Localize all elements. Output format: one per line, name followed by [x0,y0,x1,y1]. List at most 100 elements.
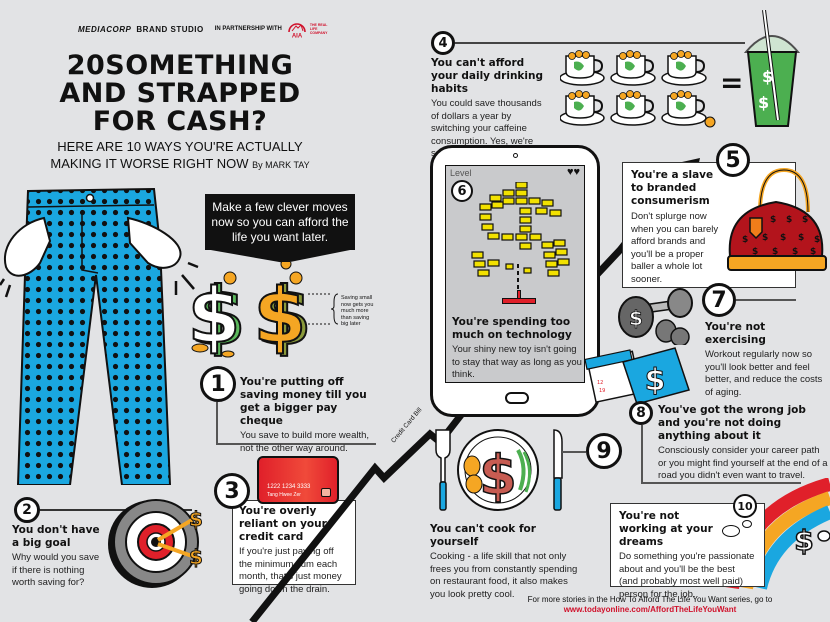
subtitle-text: MAKING IT WORSE RIGHT NOW [50,156,249,171]
svg-text:$: $ [479,444,517,507]
item-1: You're putting off saving money till you… [240,376,380,455]
graph-label: Credit Card Bill [390,406,424,445]
item-10-card: You're not working at your dreams Do som… [610,503,765,600]
subtitle-line-2: MAKING IT WORSE RIGHT NOW By MARK TAY [36,155,324,174]
tablet-screen: Level ♥♥ 6 You're spend [445,165,585,383]
footer-url-link[interactable]: www.todayonline.com/AffordTheLifeYouWant [563,605,737,614]
dollar-steak-plate-icon: $ [435,429,563,511]
tablet-frame: Level ♥♥ 6 You're spend [430,145,600,417]
card-holder: Tang Hwee Zer [267,492,301,498]
item-1-connector [216,402,218,444]
item-4-number: 4 [431,31,455,55]
item-6-body: Your shiny new toy isn't going to stay t… [452,344,582,380]
cloud-icon [722,525,740,537]
partnership-label: IN PARTNERSHIP WITH [214,26,282,32]
item-2-connector [40,509,192,511]
svg-text:$: $ [752,247,758,257]
card-number: 1222 1234 3333 [267,484,311,490]
svg-text:AIA: AIA [292,34,303,39]
credit-card-icon: 1222 1234 3333 Tang Hwee Zer [257,456,339,504]
byline: By MARK TAY [252,160,310,170]
svg-text:$: $ [189,545,203,569]
subtitle-line-1: HERE ARE 10 WAYS YOU'RE ACTUALLY [57,139,303,154]
item-4-title: You can't afford your daily drinking hab… [431,57,544,95]
item-9-body: Cooking - a life skill that not only fre… [430,551,578,600]
tablet-home-button[interactable] [505,392,529,404]
item-3-title: You're overly reliant on your credit car… [239,505,327,543]
paddle-stem [517,290,521,299]
branded-handbag-icon: $$$ $$$$$ $$$$ [727,167,827,271]
item-10-body: Do something you're passionate about and… [619,551,755,600]
svg-text:$: $ [786,215,792,225]
title-line-2: AND STRAPPED [59,78,301,109]
item-2-body: Why would you save if there is nothing w… [12,552,100,588]
tablet-level-label: Level [450,168,472,178]
svg-text:$: $ [798,233,804,243]
item-3-number: 3 [214,473,250,509]
footer-line: For more stories in the How To Afford Th… [527,595,773,604]
item-8-connector [641,425,643,482]
svg-text:$: $ [802,215,808,225]
item-6-number: 6 [451,180,473,202]
item-6: You're spending too much on technology Y… [452,316,584,382]
item-1-body: You save to build more wealth, not the o… [240,430,370,454]
item-5-title: You're a slave to branded consumerism [631,169,714,207]
svg-text:$: $ [645,363,666,398]
item-9-title: You can't cook for yourself [430,523,536,548]
svg-text:$: $ [629,306,643,330]
savings-side-note: Saving small now gets you much more than… [341,295,374,327]
equals-icon: = [720,66,744,99]
svg-text:$: $ [770,215,776,225]
svg-text:$: $ [772,247,778,257]
mediacorp-logo: MEDIACORP [78,24,132,34]
svg-text:$: $ [780,233,786,243]
dumbbell-coins-icon: $ [618,288,693,345]
item-9: You can't cook for yourself Cooking - a … [430,523,580,601]
callout-pointer [205,249,355,263]
item-8-body: Consciously consider your career path or… [658,445,828,481]
aia-tagline: THE REAL LIFE COMPANY [309,23,328,35]
item-10-number: 10 [733,494,757,518]
title-line-1: 20SOMETHING [66,50,294,81]
svg-text:$: $ [810,247,816,257]
brand-studio-label: BRAND STUDIO [136,24,204,34]
item-8-title: You've got the wrong job and you're not … [658,404,806,442]
item-8-number: 8 [629,401,653,425]
item-9-number: 9 [586,433,622,469]
aia-logo: AIA THE REAL LIFE COMPANY [287,20,332,38]
svg-text:$: $ [758,93,769,112]
item-7-title: You're not exercising [705,321,766,346]
item-2-number: 2 [14,497,40,523]
brick-breaker-dollar-icon [471,182,570,292]
item-8: You've got the wrong job and you're not … [658,404,830,483]
dartboard-goal-icon: $ $ [108,499,203,588]
header-brand: MEDIACORP BRAND STUDIO IN PARTNERSHIP WI… [78,20,332,38]
item-10-title: You're not working at your dreams [619,510,713,548]
empty-pockets-jeans-illustration [0,187,199,485]
item-9-connector [562,451,586,453]
title-line-3: FOR CASH? [92,106,268,137]
svg-text:$: $ [814,235,820,245]
item-4-connector [455,42,745,44]
item-7-number: 7 [702,283,736,317]
footer: For more stories in the How To Afford Th… [480,595,820,615]
item-6-title: You're spending too much on technology [452,316,572,341]
svg-text:$: $ [742,235,748,245]
svg-text:19: 19 [599,388,605,394]
item-1-title: You're putting off saving money till you… [240,376,367,427]
item-5-body: Don't splurge now when you can barely af… [631,211,719,285]
item-5-number: 5 [716,143,750,177]
tablet-lives-icon: ♥♥ [566,166,580,178]
svg-text:$: $ [762,233,768,243]
svg-text:$: $ [762,67,773,86]
tablet-camera-icon [513,153,518,158]
svg-text:$: $ [190,270,246,362]
item-2-title: You don't have a big goal [12,524,100,549]
item-7-connector [736,299,796,301]
title-block: 20SOMETHING AND STRAPPED FOR CASH? HERE … [36,52,324,174]
svg-text:$: $ [254,271,307,360]
svg-text:$: $ [792,247,798,257]
item-2: You don't have a big goal Why would you … [12,524,102,590]
svg-text:$: $ [189,507,203,531]
callout-banner: Make a few clever moves now so you can a… [205,194,355,250]
